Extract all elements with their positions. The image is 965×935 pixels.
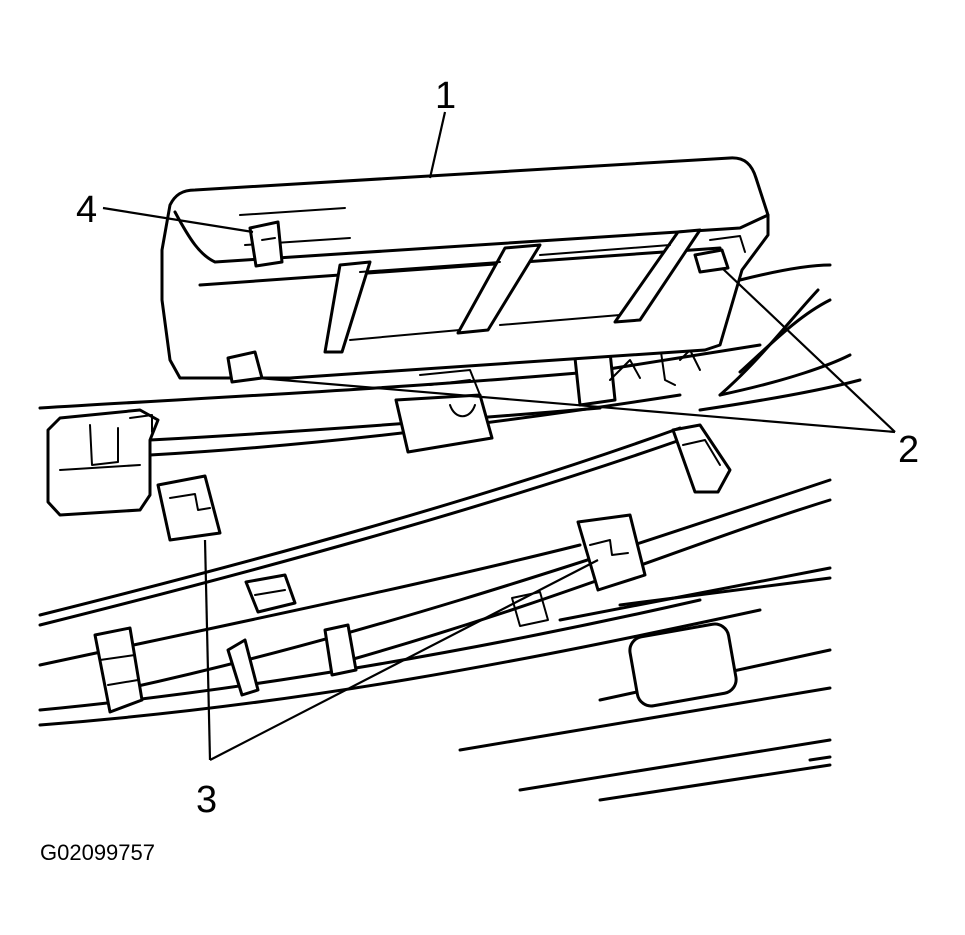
callout-labels: 1 2 3 4 <box>76 75 919 821</box>
callout-3: 3 <box>196 779 217 821</box>
callout-1: 1 <box>435 75 456 117</box>
leader-lines <box>102 111 896 761</box>
figure-code: G02099757 <box>40 840 155 865</box>
mounting-panel <box>38 263 862 802</box>
callout-2: 2 <box>898 429 919 471</box>
control-module <box>160 156 770 384</box>
panel-clips <box>46 344 732 714</box>
callout-4: 4 <box>76 189 97 231</box>
